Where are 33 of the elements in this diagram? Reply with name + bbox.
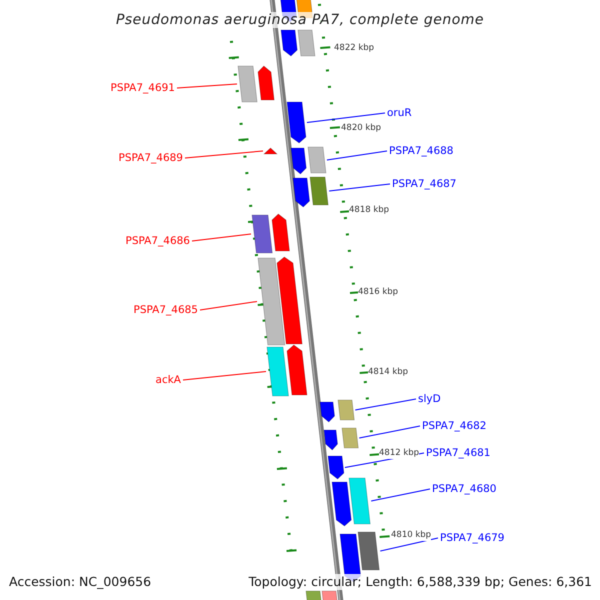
leader-line bbox=[328, 184, 390, 192]
leader-line bbox=[184, 150, 264, 158]
scale-label: 4812 kbp bbox=[379, 448, 420, 459]
footer-text: Topology: circular; Length: 6,588,339 bp; Genes: 6,361 bbox=[248, 574, 592, 590]
gene-label: slyD bbox=[418, 392, 441, 406]
leader-line bbox=[176, 84, 238, 88]
leader-line bbox=[380, 538, 438, 552]
gene-label: ackA bbox=[156, 373, 181, 387]
scale-label: 4816 kbp bbox=[358, 287, 398, 298]
gene-label: PSPA7_4679 bbox=[440, 531, 504, 545]
scale-label: 4822 kbp bbox=[334, 43, 374, 54]
leader-line bbox=[306, 112, 386, 123]
gene-label: PSPA7_4682 bbox=[422, 419, 486, 433]
leader-line bbox=[358, 426, 420, 438]
gene-label: oruR bbox=[387, 106, 412, 120]
leader-line bbox=[326, 150, 388, 160]
leader-line bbox=[200, 301, 258, 310]
gene-label: PSPA7_4688 bbox=[389, 144, 454, 158]
gene-label: PSPA7_4680 bbox=[432, 482, 496, 496]
gene-label: PSPA7_4685 bbox=[134, 303, 198, 317]
gene-label: PSPA7_4689 bbox=[118, 151, 183, 165]
gene-label: PSPA7_4691 bbox=[110, 81, 175, 95]
leader-line bbox=[182, 371, 266, 380]
gene-label: PSPA7_4686 bbox=[126, 234, 190, 248]
gene-label: PSPA7_4687 bbox=[392, 177, 456, 191]
scale-label: 4814 kbp bbox=[368, 367, 408, 378]
leader-line bbox=[370, 488, 430, 502]
scale-label: 4820 kbp bbox=[341, 123, 382, 134]
scale-label: 4810 kbp bbox=[391, 530, 432, 541]
gene-label: PSPA7_4681 bbox=[426, 446, 490, 460]
leader-line bbox=[192, 234, 252, 242]
footer-text: Accession: NC_009656 bbox=[9, 574, 152, 590]
scale-label: 4818 kbp bbox=[349, 205, 390, 216]
